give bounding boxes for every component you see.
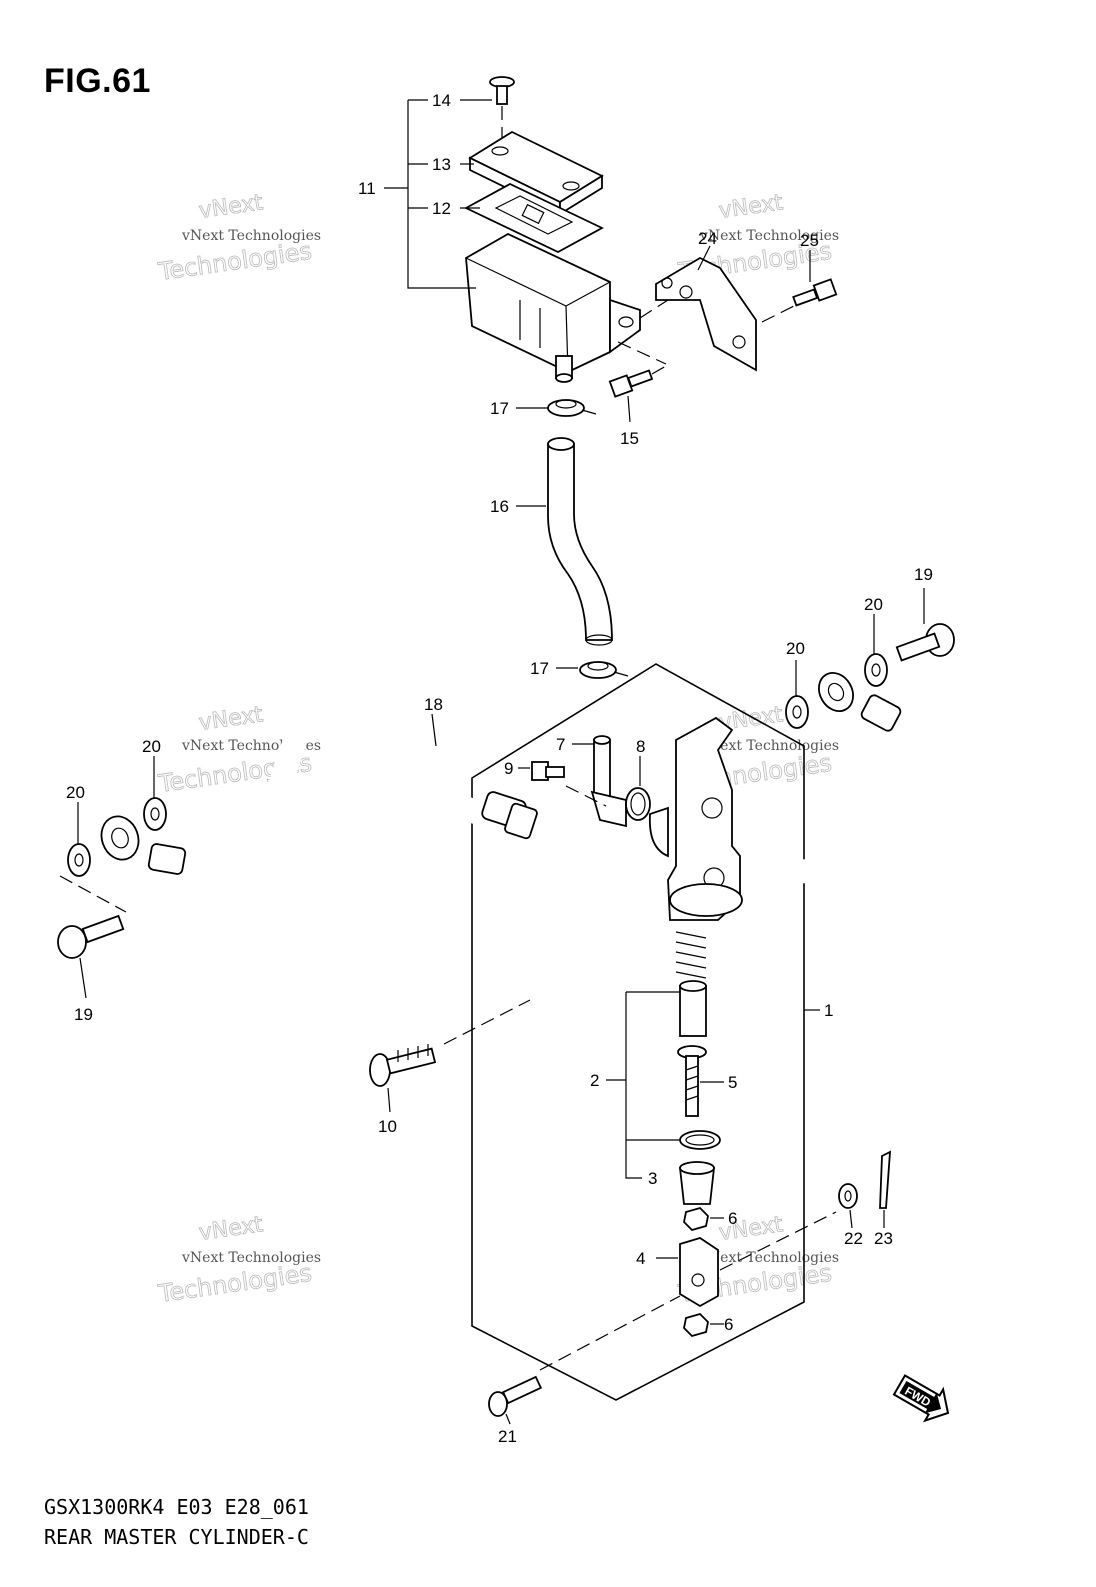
callout-1: 1 [824,1001,833,1020]
callout-17-top: 17 [490,399,509,418]
banjo-fitting-right [818,672,854,712]
reservoir-body [465,232,641,383]
svg-text:vNext Technologies: vNext Technologies [181,228,321,244]
callout-17-bottom: 17 [530,659,549,678]
svg-text:vNext Technologies: vNext Technologies [181,1250,321,1266]
bracket-bolt-25 [761,278,838,323]
svg-text:vNext: vNext [717,190,784,224]
pin-alignment-line [719,1211,837,1271]
banjo-fitting-left [100,815,140,861]
figure-name: REAR MASTER CYLINDER-C [44,1525,309,1549]
callout-8: 8 [636,737,645,756]
callout-18: 18 [424,695,443,714]
union-bolt-19-right [895,623,955,662]
callout-14: 14 [432,91,451,110]
callout-12: 12 [432,199,451,218]
washer-20-left-a [143,797,167,831]
callout-2: 2 [590,1071,599,1090]
boot-3 [678,1161,716,1205]
brake-hose-18 [147,672,999,884]
callout-21: 21 [498,1427,517,1446]
callout-7: 7 [556,735,565,754]
callout-19-right: 19 [914,565,933,584]
leader-lines [77,99,925,1425]
callout-6-top: 6 [728,1209,737,1228]
callout-20-left-b: 20 [66,783,85,802]
callout-15: 15 [620,429,639,448]
master-cylinder-group-outline [471,663,805,1401]
nut-6-bottom [683,1312,709,1338]
svg-text:vNext: vNext [197,190,264,224]
callout-13: 13 [432,155,451,174]
joint-screw-9 [531,761,607,807]
callout-25: 25 [800,231,819,250]
hose-clamp-17-top [547,399,597,417]
callout-20-left-a: 20 [142,737,161,756]
union-bolt-19-left [57,875,127,959]
clevis-pin-21 [488,1295,681,1417]
callout-23: 23 [874,1229,893,1248]
watermark-top-left: vNext vNext Technologies Technologies [156,190,322,287]
callout-20-right-a: 20 [786,639,805,658]
svg-text:vNext: vNext [197,1212,264,1246]
washer-20-right-b [864,653,888,687]
callout-20-right-b: 20 [864,595,883,614]
callout-19-left: 19 [74,1005,93,1024]
callout-22: 22 [844,1229,863,1248]
master-cylinder-body [648,716,743,921]
callout-16: 16 [490,497,509,516]
washer-22 [838,1183,858,1209]
push-rod-5 [677,1045,707,1117]
mount-bolt-10 [369,999,531,1087]
nut-6-top [683,1206,709,1232]
callout-4: 4 [636,1249,645,1268]
washer-20-right-a [785,695,809,729]
hose-joint-7 [590,735,627,828]
washer-20-left-b [67,843,91,877]
svg-text:Technologies: Technologies [156,237,314,286]
spring [675,931,707,979]
callout-6-bottom: 6 [724,1315,733,1334]
watermark-bottom-left: vNext vNext Technologies Technologies [156,1212,322,1309]
callout-10: 10 [378,1117,397,1136]
figure-title: FIG.61 [44,62,151,100]
piston-2 [679,980,707,1037]
o-ring-8 [625,787,651,821]
callout-9: 9 [504,759,513,778]
svg-text:Technologies: Technologies [156,1259,314,1308]
cotter-pin-23 [879,1150,892,1209]
clevis-4 [679,1237,719,1308]
reservoir-screw-14 [489,76,515,140]
circlip [679,1130,721,1150]
callout-5: 5 [728,1073,737,1092]
svg-text:vNext: vNext [197,702,264,736]
reservoir-diaphragm-12 [464,182,604,254]
callout-3: 3 [648,1169,657,1188]
reservoir-bolt-15 [608,341,667,398]
callout-24: 24 [698,229,717,248]
reservoir-bracket-24 [639,256,757,372]
reservoir-hose-16 [547,437,613,646]
svg-text:vNext Technologies: vNext Technologies [699,228,839,244]
figure-code: GSX1300RK4 E03 E28_061 [44,1495,309,1519]
callout-11: 11 [358,179,376,198]
hose-clamp-17-bottom [579,661,629,679]
fwd-arrow-icon: FWD [892,1374,950,1423]
